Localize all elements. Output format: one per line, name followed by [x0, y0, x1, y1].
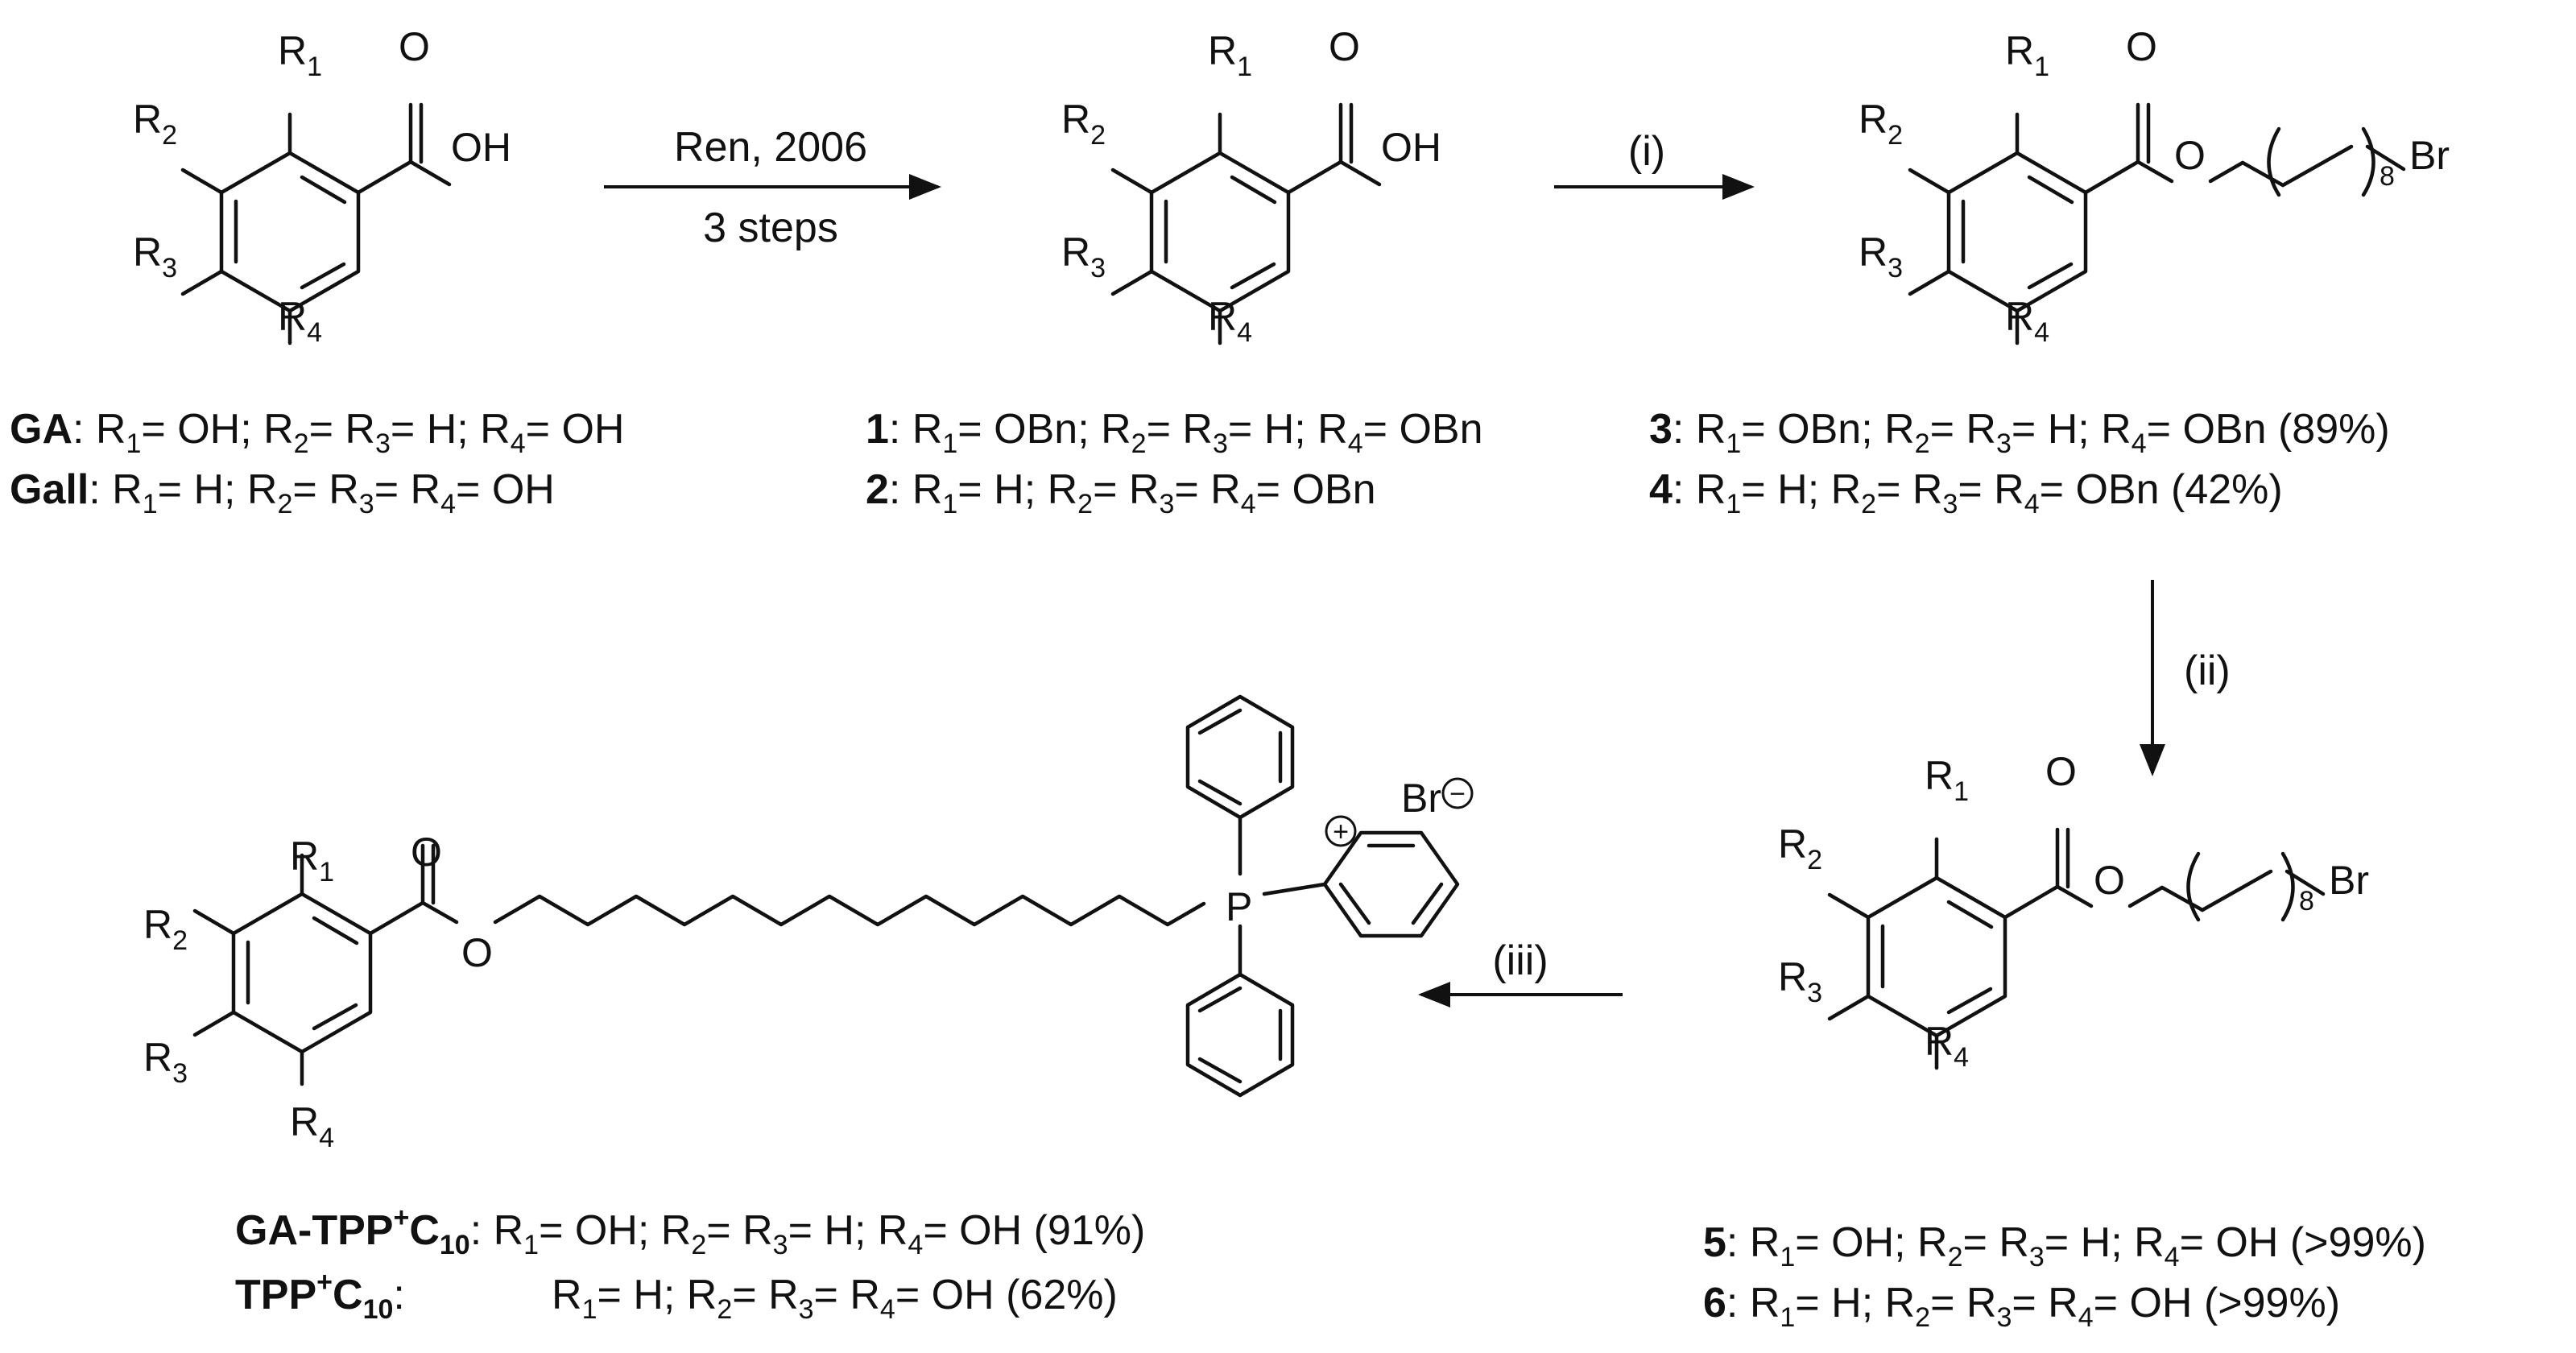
atom-o-ester-d: O: [2094, 858, 2125, 903]
caption-tpp-values: R1= H; R2= R3= R4= OH (62%): [552, 1272, 1118, 1325]
arrow-i-label: (i): [1628, 128, 1665, 175]
atom-r1-d: R1: [1925, 753, 1969, 807]
atom-o-carbonyl-e: O: [411, 830, 442, 875]
atom-r4-a: R4: [278, 294, 322, 348]
atom-p-e: P: [1226, 884, 1252, 929]
chain-subscript-d: 8: [2299, 886, 2314, 916]
caption-gall: Gall: R1= H; R2= R3= R4= OH: [10, 466, 555, 519]
caption-4: 4: R1= H; R2= R3= R4= OBn (42%): [1649, 466, 2283, 519]
atom-r1-c: R1: [2005, 28, 2049, 82]
atom-br-c: Br: [2409, 133, 2450, 178]
atom-o-carbonyl-d: O: [2045, 749, 2077, 794]
caption-3: 3: R1= OBn; R2= R3= H; R4= OBn (89%): [1649, 406, 2390, 459]
atom-oh-a: OH: [451, 125, 511, 170]
arrow-iii-label: (iii): [1492, 937, 1548, 984]
atom-o-b: O: [1329, 24, 1360, 69]
caption-6: 6: R1= H; R2= R3= R4= OH (>99%): [1703, 1280, 2340, 1333]
atom-br-d: Br: [2329, 858, 2369, 903]
atom-r3-b: R3: [1061, 230, 1106, 283]
atom-r2-a: R2: [133, 97, 177, 151]
structure-ga-tpp: [192, 694, 1474, 1098]
structure-3: [1908, 102, 2406, 345]
atom-br-e: Br: [1401, 776, 1441, 821]
atom-oh-b: OH: [1381, 125, 1441, 170]
caption-2: 2: R1= H; R2= R3= R4= OBn: [866, 466, 1376, 519]
atom-r2-d: R2: [1778, 821, 1822, 875]
structure-ga: [180, 102, 452, 345]
atom-r1-a: R1: [278, 28, 322, 82]
atom-r2-e: R2: [143, 902, 188, 956]
charge-minus: −: [1449, 779, 1466, 809]
caption-ga: GA: R1= OH; R2= R3= H; R4= OH: [10, 406, 624, 459]
caption-5: 5: R1= OH; R2= R3= H; R4= OH (>99%): [1703, 1219, 2426, 1272]
atom-r4-e: R4: [290, 1099, 334, 1153]
atom-o-a: O: [399, 24, 430, 69]
atom-r3-a: R3: [133, 230, 177, 283]
charge-plus: +: [1333, 817, 1349, 847]
arrow-ren-bottom-label: 3 steps: [703, 205, 838, 251]
atom-r3-d: R3: [1778, 954, 1822, 1008]
chain-subscript-c: 8: [2380, 161, 2395, 192]
arrow-ii-label: (ii): [2184, 648, 2231, 694]
structure-1: [1110, 102, 1382, 345]
atom-r4-d: R4: [1925, 1019, 1969, 1073]
atom-o-carbonyl-c: O: [2126, 24, 2157, 69]
atom-r4-c: R4: [2005, 294, 2049, 348]
arrow-ren-top-label: Ren, 2006: [674, 124, 867, 171]
atom-r3-c: R3: [1859, 230, 1903, 283]
atom-r3-e: R3: [143, 1035, 188, 1089]
atom-r2-b: R2: [1061, 97, 1106, 151]
structure-5: [1827, 827, 2326, 1070]
atom-r1-b: R1: [1208, 28, 1252, 82]
atom-r2-c: R2: [1859, 97, 1903, 151]
atom-r4-b: R4: [1208, 294, 1252, 348]
caption-tpp: TPP+C10:: [235, 1267, 405, 1325]
atom-o-ester-e: O: [461, 930, 493, 975]
atom-r1-e: R1: [290, 834, 334, 888]
atom-o-ester-c: O: [2174, 133, 2206, 178]
caption-ga-tpp: GA-TPP+C10: R1= OH; R2= R3= H; R4= OH (9…: [235, 1202, 1145, 1260]
caption-1: 1: R1= OBn; R2= R3= H; R4= OBn: [866, 406, 1483, 459]
